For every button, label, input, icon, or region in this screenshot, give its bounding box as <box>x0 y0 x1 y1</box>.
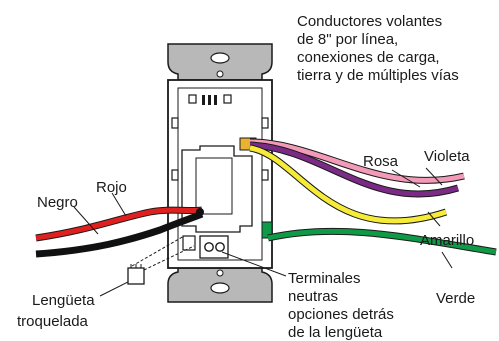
ground-screw <box>261 221 273 239</box>
side-latch <box>261 169 269 181</box>
header-note-line: conexiones de carga, <box>297 49 440 66</box>
label-pink-wire: Rosa <box>363 153 399 170</box>
mounting-strap <box>167 43 273 303</box>
wire-pink <box>249 139 465 183</box>
neutral-terminals-callout: Terminales neutras opciones detrás de la… <box>288 270 394 341</box>
header-note: Conductores volantes de 8" por línea, co… <box>297 13 459 84</box>
vent-slot <box>208 95 211 105</box>
strap-top-screw-slot <box>210 52 230 64</box>
leader-knockout <box>99 281 129 297</box>
neutral-terminal-screw <box>215 242 225 252</box>
module-window <box>195 157 233 215</box>
wire-green <box>267 228 497 255</box>
knockout-tab-label: troquelada <box>17 313 89 330</box>
side-latch <box>171 117 179 129</box>
strap-bottom-screw-slot <box>210 282 230 294</box>
vent-slot <box>202 95 205 105</box>
header-note-line: de 8" por línea, <box>297 31 398 48</box>
right-wires <box>249 138 497 256</box>
wire-violet <box>249 142 459 197</box>
leader-pink <box>391 169 421 188</box>
neutral-terminal-screw <box>204 242 214 252</box>
knockout-tab-piece <box>127 267 145 285</box>
neutral-terminal-block <box>199 235 229 259</box>
knockout-socket <box>182 235 196 251</box>
label-yellow-wire: Amarillo <box>420 232 474 249</box>
vent-slot <box>214 95 217 105</box>
vent-slot <box>223 94 232 104</box>
device-body <box>167 79 273 269</box>
header-note-line: Conductores volantes <box>297 13 442 30</box>
label-red-wire: Rojo <box>96 179 127 196</box>
leader-yellow <box>427 211 441 227</box>
label-green-wire: Verde <box>436 290 475 307</box>
knockout-tab-callout: Lengüeta troquelada <box>17 292 95 330</box>
leader-lines <box>73 167 453 297</box>
label-black-wire: Negro <box>37 194 78 211</box>
neutral-terminals-label: opciones detrás <box>288 306 394 323</box>
control-module <box>181 145 253 233</box>
neutral-terminals-label: Terminales <box>288 270 361 287</box>
leader-neutral <box>221 251 287 277</box>
leader-red <box>111 192 127 217</box>
side-latch <box>171 169 179 181</box>
wire-yellow <box>249 145 447 224</box>
knockout-tab-label: Lengüeta <box>32 292 95 309</box>
strap-top-hole <box>216 70 224 78</box>
wire-red <box>35 207 203 241</box>
leader-violet <box>425 167 443 186</box>
label-violet-wire: Violeta <box>424 148 470 165</box>
side-latch <box>261 117 269 129</box>
wire-black <box>35 210 204 258</box>
knockout-tab <box>127 235 195 285</box>
neutral-terminals-label: de la lengüeta <box>288 324 383 341</box>
neutral-terminals-label: neutras <box>288 288 338 305</box>
header-note-line: tierra y de múltiples vías <box>297 67 459 84</box>
strap-bottom-hole <box>216 269 224 277</box>
leader-green <box>441 251 453 269</box>
leader-black <box>73 206 99 235</box>
wire-junction <box>196 208 204 216</box>
left-wires <box>35 206 204 258</box>
knockout-tab-link <box>131 235 195 271</box>
vent-slot <box>188 94 197 104</box>
